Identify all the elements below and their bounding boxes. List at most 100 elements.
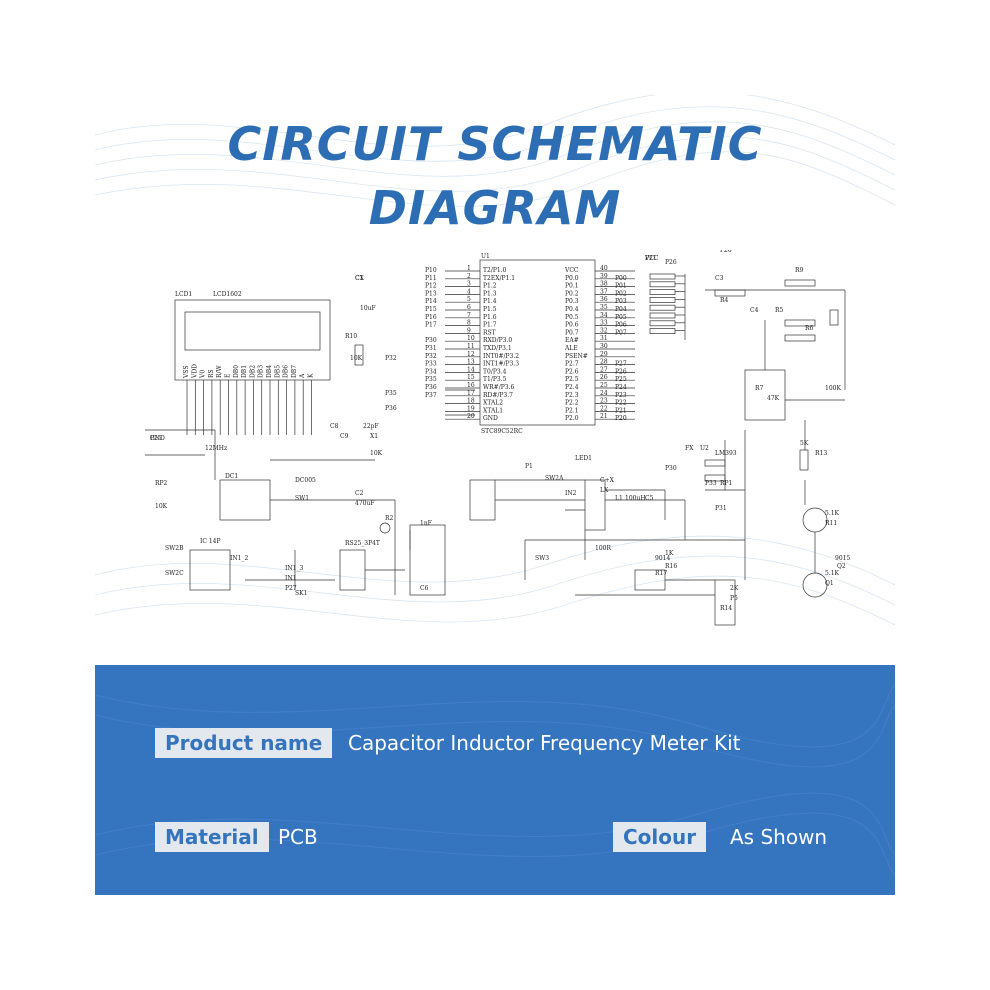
mcu-pin-name: P2.7 (565, 361, 579, 368)
mcu-pin-number: 36 (600, 296, 608, 303)
mcu-net-label: P11 (425, 275, 437, 282)
mcu-pin-name: T2EX/P1.1 (483, 275, 515, 282)
mcu-net-label: P04 (615, 306, 627, 313)
mcu-pin-number: 4 (467, 288, 471, 295)
schematic-label: C3 (715, 275, 724, 282)
schematic-label: C1 (355, 275, 363, 282)
transistor-q1 (802, 507, 828, 533)
switch-body (584, 479, 606, 531)
material-value: PCB (278, 825, 318, 849)
mcu-pin-number: 24 (600, 390, 608, 397)
mcu-net-label: P22 (615, 400, 627, 407)
mcu-pin-name: RD#/P3.7 (483, 392, 513, 399)
mcu-net-label: P37 (425, 392, 437, 399)
schematic-label: R7 (755, 385, 764, 392)
mcu-pin-name: P1.5 (483, 306, 497, 313)
mcu-ref: U1 (481, 253, 490, 260)
schematic-label: P5 (730, 595, 738, 602)
mcu-pin-name: P1.7 (483, 322, 497, 329)
mcu-pin-name: T0/P3.4 (483, 368, 507, 375)
switch-body (339, 549, 366, 591)
resistor (354, 344, 364, 366)
schematic-label: IN1 (285, 575, 296, 582)
schematic-label: R16 (665, 563, 677, 570)
lcd-model: LCD1602 (213, 291, 242, 298)
schematic-label: Q1 (825, 580, 834, 587)
schematic-label: IN1_3 (285, 565, 303, 572)
mcu-pin-number: 1 (467, 265, 471, 272)
resistor (649, 312, 676, 319)
mcu-pin-number: 27 (600, 366, 608, 373)
mcu-pin-number: 38 (600, 281, 608, 288)
mcu-net-label: P07 (615, 329, 627, 336)
mcu-pin-number: 2 (467, 273, 471, 280)
schematic-label: P26 (665, 259, 677, 266)
mcu-pin-name: P0.3 (565, 298, 579, 305)
mcu-pin-name: INT0#/P3.2 (483, 353, 519, 360)
schematic-label: SW2B (165, 545, 184, 552)
mcu-pin-number: 34 (600, 312, 608, 319)
mcu-pin-number: 10 (467, 335, 475, 342)
schematic-label: RS25_3P4T (345, 540, 380, 547)
lcd-pin-label: DB2 (249, 365, 256, 378)
mcu-pin-name: TXD/P3.1 (483, 345, 512, 352)
lcd-ref: LCD1 (175, 291, 192, 298)
schematic-label: 100R (595, 545, 611, 552)
schematic-label: C6 (420, 585, 429, 592)
mcu-pin-name: P0.6 (565, 322, 579, 329)
mcu-pin-name: P1.3 (483, 290, 497, 297)
mcu-pin-number: 8 (467, 320, 471, 327)
mcu-body (479, 259, 596, 426)
mcu-pin-name: P2.4 (565, 384, 579, 391)
schematic-label: RP1 (720, 480, 732, 487)
schematic-label: SW1 (295, 495, 309, 502)
resistor (784, 319, 816, 327)
schematic-label: L1 (615, 495, 623, 502)
mcu-pin-name: XTAL2 (483, 400, 503, 407)
mcu-pin-name: P1.2 (483, 283, 497, 290)
resistor (829, 309, 839, 326)
mcu-net-label: P15 (425, 306, 437, 313)
schematic-label: R4 (720, 297, 729, 304)
lcd-pin-label: V0 (200, 370, 207, 379)
mcu-pin-number: 40 (600, 265, 608, 272)
lcd-pin-label: VSS (183, 366, 190, 379)
schematic-label: P31 (715, 505, 727, 512)
schematic-label: LX (600, 487, 609, 494)
schematic-label: LED1 (575, 455, 592, 462)
mcu-pin-number: 12 (467, 351, 475, 358)
mcu-pin-number: 30 (600, 343, 608, 350)
lcd-pin-label: DB5 (274, 365, 281, 378)
schematic-label: IC 14P (200, 538, 221, 545)
mcu-pin-number: 9 (467, 327, 471, 334)
schematic-label: 5.1K (825, 570, 840, 577)
mcu-pin-name: P0.5 (565, 314, 579, 321)
lcd-pin-label: DB1 (241, 365, 248, 378)
transistor-q2 (802, 572, 828, 598)
mcu-pin-name: EA# (565, 337, 579, 344)
lcd-pin-label: DB0 (233, 365, 240, 378)
socket-body (409, 524, 446, 596)
colour-value: As Shown (730, 825, 828, 849)
schematic-label: 10K (155, 503, 168, 510)
schematic-label: C2 (355, 490, 364, 497)
resistor (649, 320, 676, 327)
lcd-pin-label: E (225, 374, 232, 378)
mcu-pin-name: XTAL1 (483, 407, 503, 414)
schematic-label: IN2 (565, 490, 577, 497)
schematic-label: R17 (655, 570, 667, 577)
mcu-net-label: P23 (615, 392, 627, 399)
schematic-label: R14 (720, 605, 732, 612)
mcu-pin-number: 26 (600, 374, 608, 381)
lcd-pin-label: DB7 (291, 365, 298, 378)
resistor (649, 289, 676, 295)
lcd-outline (174, 299, 331, 381)
mcu-pin-number: 16 (467, 382, 475, 389)
mcu-pin-number: 13 (467, 359, 475, 366)
lcd-screen (184, 311, 321, 351)
schematic-label: 47K (767, 395, 780, 402)
schematic-label: P20 (720, 250, 732, 254)
mcu-pin-number: 25 (600, 382, 608, 389)
